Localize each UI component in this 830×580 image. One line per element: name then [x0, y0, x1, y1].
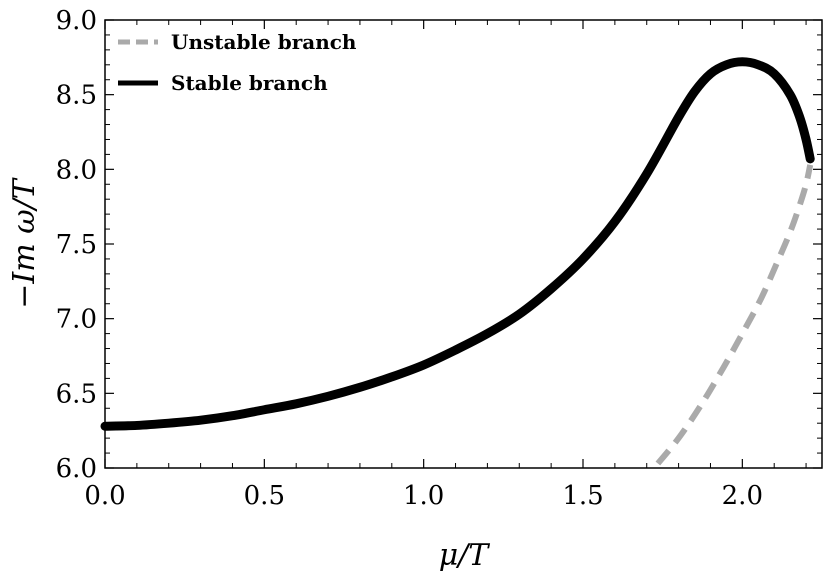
curves [100, 57, 815, 466]
x-tick-label: 1.0 [403, 481, 444, 511]
stable-branch-line [100, 57, 815, 431]
x-axis-label: μ/T [439, 538, 491, 573]
y-tick-label: 8.0 [56, 155, 97, 185]
y-axis-label: −Im ω/T [7, 177, 42, 309]
y-tick-label: 6.0 [56, 454, 97, 484]
y-tick-label: 8.5 [56, 81, 97, 111]
y-tick-label: 9.0 [56, 6, 97, 36]
x-axis-ticks: 0.0 0.5 1.0 1.5 2.0 [84, 20, 807, 511]
legend-label-stable: Stable branch [171, 71, 328, 95]
y-axis-ticks: 6.0 6.5 7.0 7.5 8.0 8.5 9.0 [56, 6, 822, 484]
x-tick-label: 0.5 [244, 481, 285, 511]
unstable-branch-line [655, 164, 814, 466]
x-tick-label: 0.0 [84, 481, 125, 511]
x-tick-label: 2.0 [722, 481, 763, 511]
y-tick-label: 6.5 [56, 379, 97, 409]
y-tick-label: 7.5 [56, 230, 97, 260]
legend-label-unstable: Unstable branch [171, 30, 357, 54]
y-tick-label: 7.0 [56, 305, 97, 335]
x-tick-label: 1.5 [562, 481, 603, 511]
